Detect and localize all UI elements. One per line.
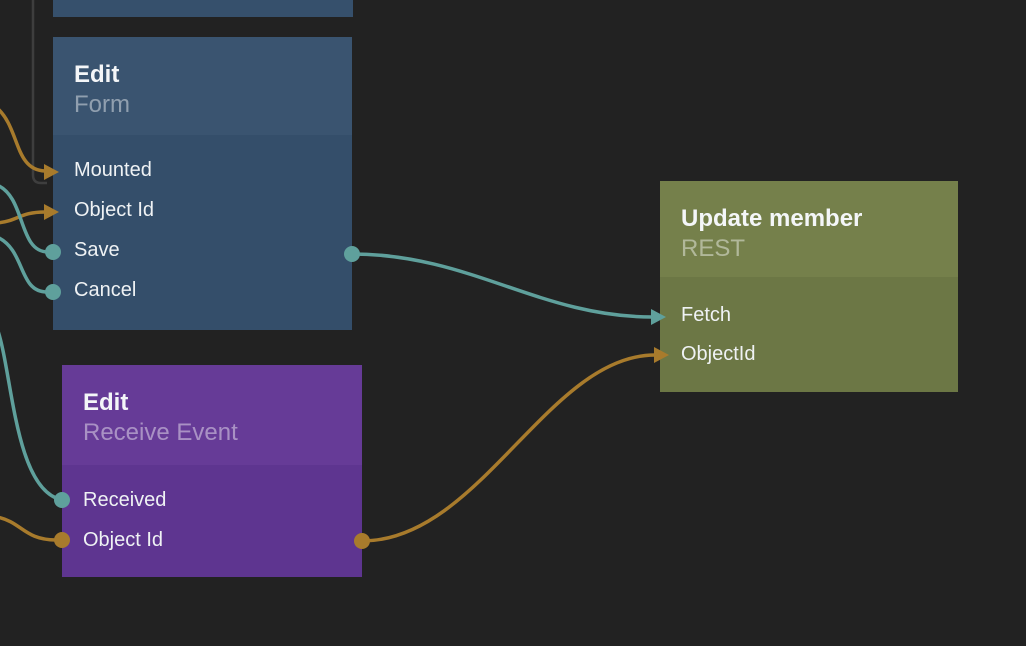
node-header: Edit Form xyxy=(53,37,352,135)
node-header: Edit Receive Event xyxy=(62,365,362,465)
node-update-member[interactable]: Update member REST Fetch ObjectId xyxy=(660,181,958,392)
arrowhead-object-id-icon[interactable] xyxy=(44,204,59,220)
connection-save-to-fetch[interactable] xyxy=(351,252,653,319)
connection-dim-to-mounted[interactable] xyxy=(31,0,47,185)
port-dot-cancel-icon[interactable] xyxy=(45,284,61,300)
arrowhead-fetch-icon[interactable] xyxy=(651,309,666,325)
output-dot-edit-form-icon[interactable] xyxy=(344,246,360,262)
node-title: Edit xyxy=(74,61,120,88)
node-edit-receive-event[interactable]: Edit Receive Event Received Object Id xyxy=(62,365,362,577)
node-subtitle: Form xyxy=(74,91,130,118)
connection-orange-to-object-id-receive[interactable] xyxy=(0,516,57,542)
port-objectid[interactable]: ObjectId xyxy=(660,335,958,374)
port-fetch[interactable]: Fetch xyxy=(660,296,958,335)
connection-teal-to-received[interactable] xyxy=(0,328,57,500)
connection-orange-to-mounted[interactable] xyxy=(0,108,46,173)
node-subtitle: Receive Event xyxy=(83,419,238,446)
port-cancel[interactable]: Cancel xyxy=(53,270,352,310)
port-label: Cancel xyxy=(74,279,137,301)
node-subtitle: REST xyxy=(681,235,746,262)
port-object-id[interactable]: Object Id xyxy=(53,190,352,230)
output-dot-receive-event-icon[interactable] xyxy=(354,533,370,549)
port-label: Received xyxy=(83,489,167,511)
port-label: Save xyxy=(74,239,120,261)
connection-teal-to-save[interactable] xyxy=(0,184,49,254)
port-label: Object Id xyxy=(83,529,164,551)
port-dot-object-id-in-icon[interactable] xyxy=(54,532,70,548)
port-label: Object Id xyxy=(74,199,155,221)
arrowhead-objectid-icon[interactable] xyxy=(654,347,669,363)
port-dot-received-icon[interactable] xyxy=(54,492,70,508)
node-header: Update member REST xyxy=(660,181,958,277)
node-title: Update member xyxy=(681,205,863,232)
port-save[interactable]: Save xyxy=(53,230,352,270)
arrowhead-mounted-icon[interactable] xyxy=(44,164,59,180)
connection-receive-to-objectid[interactable] xyxy=(361,353,656,543)
port-label: Fetch xyxy=(681,304,732,326)
port-mounted[interactable]: Mounted xyxy=(53,150,352,190)
node-title: Edit xyxy=(83,389,129,416)
node-edit-form[interactable]: Edit Form Mounted Object Id Save Cancel xyxy=(53,37,352,330)
port-received[interactable]: Received xyxy=(62,480,362,520)
connection-teal-to-cancel[interactable] xyxy=(0,236,48,294)
port-object-id[interactable]: Object Id xyxy=(62,520,362,560)
port-label: ObjectId xyxy=(681,343,756,365)
port-label: Mounted xyxy=(74,159,152,181)
port-dot-save-icon[interactable] xyxy=(45,244,61,260)
node-clipped-top[interactable] xyxy=(53,0,353,17)
